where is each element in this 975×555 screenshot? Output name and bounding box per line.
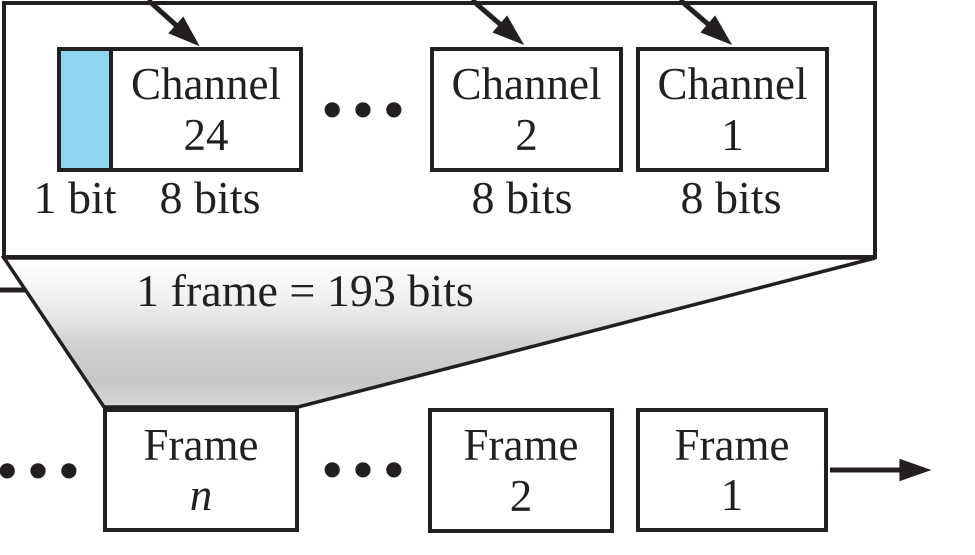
channel-2-label-line1: Channel [451, 59, 602, 110]
frame-1-label-line1: Frame [674, 419, 790, 470]
channel-1-width-label: 8 bits [680, 172, 782, 223]
channel-2-width-label: 8 bits [471, 172, 573, 223]
channel-1-label-line2: 1 [721, 109, 744, 160]
frames-ellipsis-left: ● ● ● [0, 457, 78, 481]
channels-ellipsis: ● ● ● [323, 96, 403, 120]
channel-24-width-label: 8 bits [159, 172, 261, 223]
frame-2-label-line1: Frame [463, 420, 579, 471]
frame-1-label-line2: 1 [720, 470, 744, 520]
channel-24-label-line1: Channel [131, 59, 281, 110]
frame-size-label: 1 frame = 193 bits [136, 265, 474, 316]
channel-1-box: Channel 1 [636, 47, 829, 172]
frame-1-box: Frame 1 [636, 408, 828, 532]
frames-ellipsis-middle: ● ● ● [323, 456, 403, 480]
frame-n-box: Frame n [103, 408, 299, 532]
channel-2-box: Channel 2 [430, 47, 623, 172]
channel-24-label-line2: 24 [183, 109, 229, 160]
framing-bit-width-label: 1 bit [33, 172, 117, 223]
channel-24-box: Channel 24 [109, 47, 303, 172]
channel-1-label-line1: Channel [657, 59, 808, 110]
channel-2-label-line2: 2 [515, 109, 538, 160]
frame-2-label-line2: 2 [509, 470, 533, 521]
frame-detail-box [2, 1, 877, 259]
frame-n-label-line2: n [189, 470, 213, 520]
framing-bit-box [57, 47, 113, 172]
frame-n-label-line1: Frame [143, 419, 259, 470]
frame-2-box: Frame 2 [428, 408, 614, 533]
